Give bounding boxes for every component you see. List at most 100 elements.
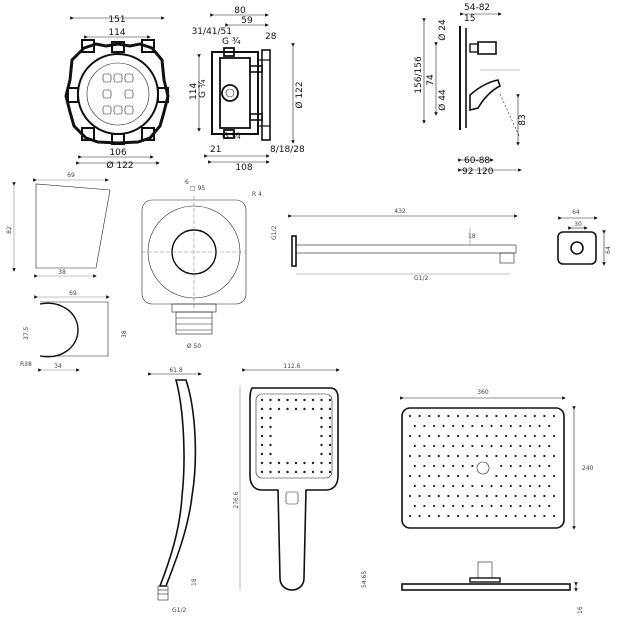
nozzle-dot <box>277 470 281 474</box>
nozzle-dot <box>428 414 431 418</box>
nozzle-dot <box>413 464 416 468</box>
nozzle-dot <box>509 484 512 488</box>
nozzle-dot <box>543 414 546 418</box>
nozzle-dot <box>320 470 323 474</box>
mixer-box-side-view: 80 59 31/41/51 28 G ¾ G ¾ G ¾ 114 Ø 122 … <box>189 6 305 173</box>
label-thread-top: G ¾ <box>222 37 241 47</box>
nozzle-dot <box>490 484 493 488</box>
nozzle-dot <box>320 461 323 465</box>
nozzle-dot <box>519 444 522 448</box>
nozzle-dot <box>418 474 421 478</box>
dim-depth-inner: 59 <box>241 16 253 26</box>
nozzle-dot <box>456 414 460 418</box>
nozzle-dot <box>413 424 416 428</box>
nozzle-dot <box>471 444 474 448</box>
shower-arm-side-view: 432 G1/2 18 G1/2 <box>271 208 518 282</box>
nozzle-dot <box>509 444 512 448</box>
dim-spacing: 74 <box>426 74 436 86</box>
dim-outlet-square: □ 95 <box>190 185 205 192</box>
nozzle-dot <box>418 514 421 518</box>
nozzle-dot <box>269 470 272 474</box>
nozzle-dot <box>328 452 332 456</box>
nozzle-dot <box>504 414 508 418</box>
dim-overhead-side-right: 16 <box>577 606 584 614</box>
wall-elbow-side-view: 69 82 38 <box>6 172 111 278</box>
nozzle-dot <box>277 398 281 402</box>
nozzle-dot <box>514 434 517 438</box>
nozzle-dot <box>495 454 498 458</box>
nozzle-dot <box>500 504 503 508</box>
nozzle-dot <box>432 444 436 448</box>
nozzle-dot <box>437 434 440 438</box>
nozzle-dot <box>552 434 556 438</box>
nozzle-dot <box>408 454 412 458</box>
nozzle-dot <box>485 494 488 498</box>
nozzle-dot <box>423 424 426 428</box>
nozzle-dot <box>413 444 416 448</box>
dim-holder-radius: R38 <box>20 361 32 368</box>
nozzle-dot <box>476 454 479 458</box>
dim-height: 114 <box>189 83 199 100</box>
nozzle-dot <box>260 443 264 447</box>
dim-hand-side-top: 61.8 <box>169 367 183 374</box>
nozzle-dot <box>269 425 272 429</box>
nozzle-dot <box>294 398 298 402</box>
dim-bottom-right: 8/18/28 <box>270 145 305 155</box>
nozzle-dot <box>456 494 460 498</box>
nozzle-dot <box>408 434 412 438</box>
trim-side-view: 54-82 15 Ø 24 156/156 74 Ø 44 83 60-88 9… <box>414 3 528 177</box>
nozzle-dot <box>328 416 332 420</box>
dim-hand-front-width: 112.6 <box>283 363 300 370</box>
nozzle-dot <box>320 425 323 429</box>
nozzle-dot <box>303 407 306 411</box>
dim-bracket-inner: 30 <box>574 221 582 228</box>
nozzle-dot <box>452 504 455 508</box>
nozzle-dot <box>418 434 421 438</box>
nozzle-dot <box>543 454 546 458</box>
nozzle-dot <box>456 434 460 438</box>
nozzle-dot <box>471 464 474 468</box>
nozzle-dot <box>504 474 508 478</box>
overhead-shower-side-view: 54.65 16 <box>361 561 584 614</box>
nozzle-dot <box>303 470 306 474</box>
nozzle-dot <box>437 454 440 458</box>
nozzle-dot <box>480 504 484 508</box>
hand-shower-front-view: 112.6 276.6 <box>233 363 340 591</box>
dim-holder-left: 37.5 <box>23 326 30 340</box>
nozzle-dot <box>519 464 522 468</box>
nozzle-dot <box>495 474 498 478</box>
nozzle-dot <box>500 484 503 488</box>
nozzle-dot <box>476 514 479 518</box>
nozzle-dot <box>277 461 281 465</box>
dim-bracket-height: 64 <box>605 246 612 254</box>
nozzle-dot <box>423 464 426 468</box>
nozzle-dot <box>447 494 450 498</box>
nozzle-dot <box>452 444 455 448</box>
nozzle-dot <box>437 514 440 518</box>
nozzle-dot <box>320 443 323 447</box>
nozzle-dot <box>328 443 332 447</box>
nozzle-dot <box>514 474 517 478</box>
nozzle-dot <box>490 444 493 448</box>
mixer-box-front-view: 151 114 106 Ø 122 <box>64 15 170 171</box>
nozzle-dot <box>408 414 412 418</box>
nozzle-dot <box>485 454 488 458</box>
dim-depth-range: 31/41/51 <box>192 27 232 37</box>
dim-dia-bottom: Ø 44 <box>437 89 448 111</box>
nozzle-dot <box>476 414 479 418</box>
nozzle-dot <box>437 414 440 418</box>
overhead-shower-plan-view: 360 240 <box>400 389 594 530</box>
nozzle-dot <box>311 461 315 465</box>
nozzle-dot <box>533 514 536 518</box>
nozzle-dot <box>432 504 436 508</box>
nozzle-dot <box>423 504 426 508</box>
nozzle-dot <box>533 474 536 478</box>
nozzle-dot <box>466 414 469 418</box>
dim-depth-total: 80 <box>234 6 246 16</box>
nozzle-dot <box>480 484 484 488</box>
nozzle-dot <box>543 474 546 478</box>
nozzle-dot <box>286 461 289 465</box>
nozzle-dot <box>260 461 264 465</box>
nozzle-dot <box>504 514 508 518</box>
dim-bottom-left: 21 <box>210 145 221 155</box>
